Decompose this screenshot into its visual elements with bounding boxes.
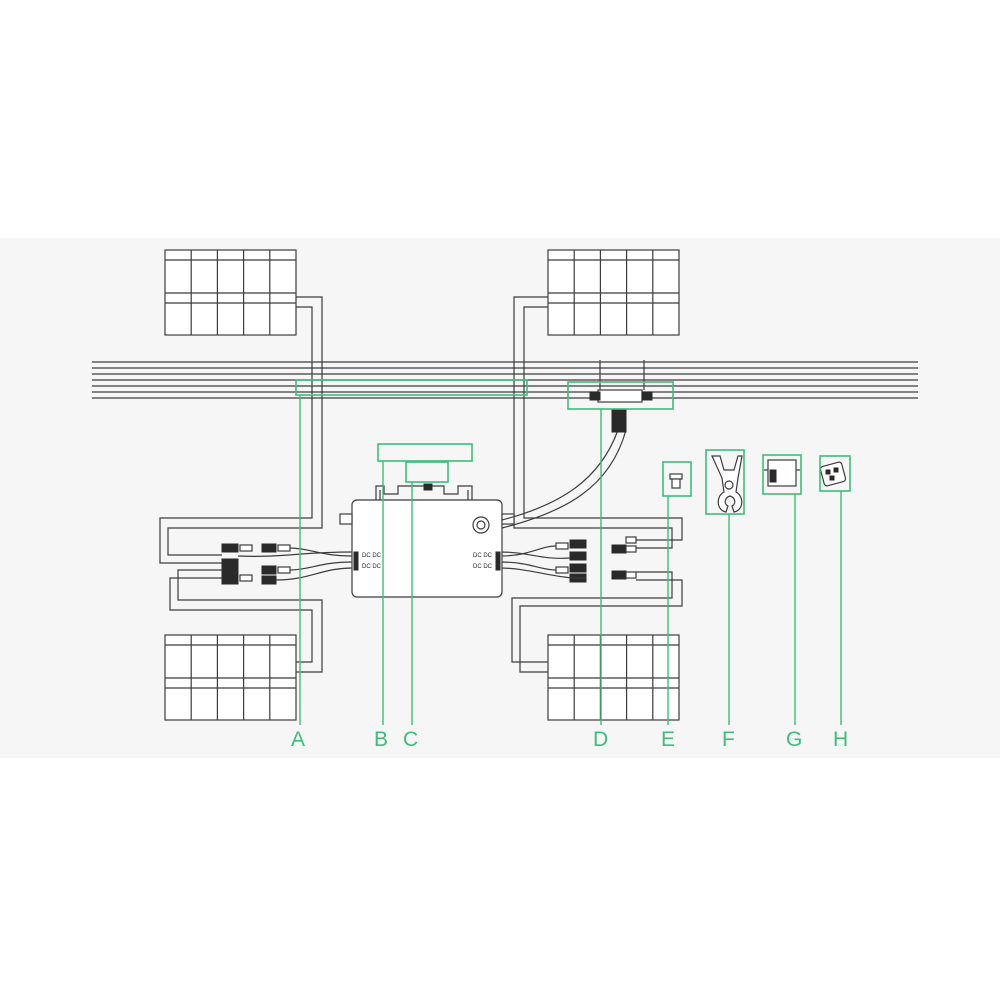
dc-cables-right [511,296,683,673]
solar-panel-bottom-right [547,634,680,721]
cable-clip-accessory [764,459,800,487]
callout-labels: A B C D E F G H [291,728,848,751]
callout-label-d: D [593,728,608,751]
callout-label-e: E [661,728,675,751]
callout-label-a: A [291,728,305,751]
callout-highlights [295,379,851,725]
end-cap-accessory [669,473,683,489]
unlock-tool-accessory [711,455,743,513]
callout-label-h: H [833,728,848,751]
svg-text:DC DC: DC DC [473,564,493,570]
callout-label-c: C [403,728,418,751]
microinverter: DC DC DC DC DC DC DC DC [339,483,515,598]
callout-label-g: G [786,728,802,751]
solar-panel-top-left [164,249,297,336]
solar-panel-bottom-left [164,634,297,721]
callout-label-f: F [722,728,735,751]
svg-text:DC DC: DC DC [362,564,382,570]
dc-connectors-left [221,543,353,585]
dc-cables-left [159,296,323,673]
ac-trunk-cable [501,360,653,529]
connector-cover-accessory [819,461,847,487]
dc-connectors-right [499,536,637,583]
svg-text:DC DC: DC DC [473,553,493,559]
svg-text:DC DC: DC DC [362,553,382,559]
solar-panel-top-right [547,249,680,336]
callout-label-b: B [374,728,388,751]
